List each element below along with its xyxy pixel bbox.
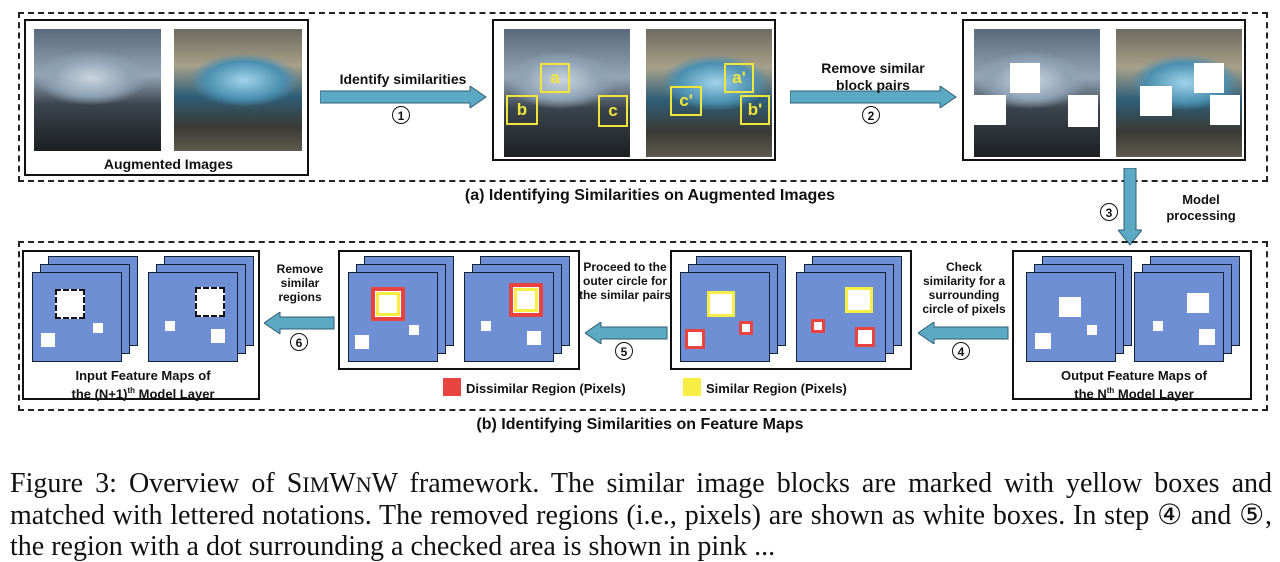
arrow-3-label: Model processing <box>1166 192 1236 223</box>
white-region <box>409 325 419 335</box>
arrow-1 <box>320 86 487 108</box>
arrow-6 <box>264 312 335 334</box>
removed-block <box>1194 63 1224 93</box>
removed-block <box>1140 86 1172 116</box>
arrow-1-label: Identify similarities <box>339 71 467 87</box>
feature-map <box>1134 272 1224 362</box>
feature-map <box>148 272 238 362</box>
legend-dissimilar-swatch <box>443 378 461 396</box>
feature-map <box>796 272 886 362</box>
white-region <box>481 321 491 331</box>
white-region <box>1035 333 1051 349</box>
car-image-2 <box>174 29 302 151</box>
feature-map <box>464 272 554 362</box>
feature-map <box>680 272 770 362</box>
arrow-2 <box>790 86 957 108</box>
block-c-prime: c' <box>670 86 702 116</box>
legend-similar-label: Similar Region (Pixels) <box>706 381 847 396</box>
step-6-icon: 6 <box>290 333 308 351</box>
augmented-images-panel: Augmented Images <box>24 19 309 176</box>
block-b: b <box>506 95 538 125</box>
outer-region <box>371 287 405 321</box>
removed-block <box>974 95 1006 125</box>
legend-similar-swatch <box>683 378 701 396</box>
caption-prefix: Figure 3: Overview of <box>10 468 287 499</box>
removed-block <box>1068 95 1098 127</box>
section-b-caption: (b) Identifying Similarities on Feature … <box>476 416 804 433</box>
name-n: N <box>355 472 372 497</box>
white-region <box>41 333 55 347</box>
white-region <box>1153 321 1163 331</box>
white-region <box>1187 293 1209 313</box>
removed-block <box>1010 63 1040 93</box>
white-region <box>93 323 103 333</box>
white-region <box>355 335 369 349</box>
removed-region <box>195 287 225 317</box>
block-a-prime: a' <box>724 63 754 93</box>
removed-region <box>55 289 85 319</box>
arrow-5-label: Proceed to the outer circle for the simi… <box>578 260 672 302</box>
block-b-prime: b' <box>740 95 770 125</box>
name-w2: W <box>371 468 398 499</box>
removed-block <box>1210 95 1240 125</box>
legend-dissimilar-label: Dissimilar Region (Pixels) <box>466 381 626 396</box>
figure-caption: Figure 3: Overview of SIMWNW framework. … <box>10 468 1272 562</box>
framework-name: SIMWNW <box>287 468 398 499</box>
step-1-icon: 1 <box>392 106 410 124</box>
name-w: W <box>329 468 356 499</box>
similarity-check-panel <box>670 250 912 370</box>
step-4-icon: 4 <box>952 342 970 360</box>
top-section-frame <box>18 12 1268 182</box>
name-s: S <box>286 468 303 499</box>
step-3-icon: 3 <box>1100 203 1118 221</box>
white-region <box>1059 297 1081 317</box>
white-region <box>1087 325 1097 335</box>
feature-map <box>1026 272 1116 362</box>
similar-region <box>845 287 873 313</box>
step-5-icon: 5 <box>615 342 633 360</box>
white-region <box>165 321 175 331</box>
dissimilar-region <box>685 329 705 349</box>
arrow-4 <box>918 322 1009 344</box>
arrow-4-label: Check similarity for a surrounding circl… <box>922 260 1006 316</box>
similar-region <box>707 291 735 317</box>
block-c: c <box>598 95 628 127</box>
dissimilar-region <box>739 321 753 335</box>
white-region <box>211 329 225 343</box>
car-image-1 <box>34 29 161 151</box>
dissimilar-region <box>855 327 875 347</box>
dissimilar-region <box>811 319 825 333</box>
feature-map <box>348 272 438 362</box>
white-region <box>527 331 541 345</box>
car-image-2-removed <box>1116 29 1242 157</box>
similarities-panel: a b c c' a' b' <box>492 19 776 161</box>
step-2-icon: 2 <box>862 106 880 124</box>
section-a-caption: (a) Identifying Similarities on Augmente… <box>464 187 836 204</box>
bottom-section-frame <box>18 241 1268 411</box>
feature-map <box>32 272 122 362</box>
augmented-images-label: Augmented Images <box>103 156 234 172</box>
arrow-6-label: Remove similar regions <box>276 262 324 304</box>
arrow-3 <box>1118 168 1142 246</box>
name-im: IM <box>302 472 330 497</box>
block-a: a <box>540 63 570 93</box>
arrow-5 <box>585 322 668 344</box>
removed-blocks-panel <box>962 19 1246 161</box>
car-image-1-removed <box>974 29 1100 157</box>
outer-circle-panel <box>338 250 580 370</box>
white-region <box>1199 329 1215 345</box>
car-image-1-marked: a b c <box>504 29 630 157</box>
arrow-2-label: Remove similar block pairs <box>821 60 925 93</box>
outer-region <box>509 283 543 317</box>
car-image-2-marked: c' a' b' <box>646 29 772 157</box>
